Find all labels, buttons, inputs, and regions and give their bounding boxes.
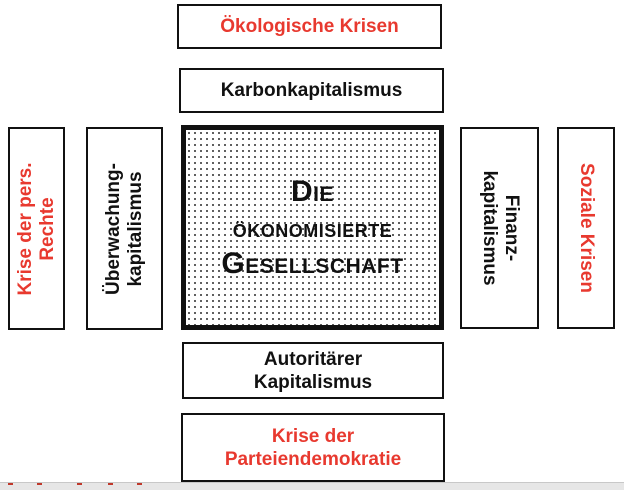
label-oekologische-krisen: Ökologische Krisen	[220, 16, 399, 37]
label-soziale-krisen: Soziale Krisen	[576, 163, 597, 293]
box-autoritaerer-kapitalismus: Autoritärer Kapitalismus	[182, 342, 444, 399]
toolbar-icon[interactable]	[8, 483, 13, 489]
toolbar-icon[interactable]	[37, 483, 42, 489]
center-title-line-3: Gesellschaft	[221, 246, 404, 280]
box-krise-parteiendemokratie: Krise der Parteiendemokratie	[181, 413, 445, 482]
box-karbonkapitalismus: Karbonkapitalismus	[179, 68, 444, 113]
box-ueberwachungskapitalismus: Überwachung- kapitalismus	[86, 127, 163, 330]
label-karbonkapitalismus: Karbonkapitalismus	[220, 80, 403, 101]
box-soziale-krisen: Soziale Krisen	[557, 127, 615, 329]
bottom-toolbar	[0, 482, 624, 490]
box-oekologische-krisen: Ökologische Krisen	[177, 4, 442, 49]
box-oekonomisierte-gesellschaft: Die ökonomisierte Gesellschaft	[181, 125, 444, 330]
label-krise-pers-rechte: Krise der pers. Rechte	[14, 161, 58, 296]
label-autoritaerer-line-2: Kapitalismus	[253, 371, 373, 393]
label-autoritaerer-line-1: Autoritärer	[263, 348, 363, 370]
box-krise-pers-rechte: Krise der pers. Rechte	[8, 127, 65, 330]
label-finanzkapitalismus: Finanz- kapitalismus	[478, 170, 522, 286]
label-krise-partei-line-1: Krise der	[271, 425, 355, 447]
box-finanzkapitalismus: Finanz- kapitalismus	[460, 127, 539, 329]
center-title-line-2: ökonomisierte	[232, 212, 393, 243]
toolbar-icon[interactable]	[137, 483, 142, 489]
toolbar-icon[interactable]	[77, 483, 82, 489]
toolbar-icon[interactable]	[108, 483, 113, 489]
label-krise-partei-line-2: Parteiendemokratie	[224, 448, 402, 470]
center-title-line-1: Die	[290, 174, 334, 208]
label-ueberwachungskapitalismus: Überwachung- kapitalismus	[102, 162, 146, 295]
